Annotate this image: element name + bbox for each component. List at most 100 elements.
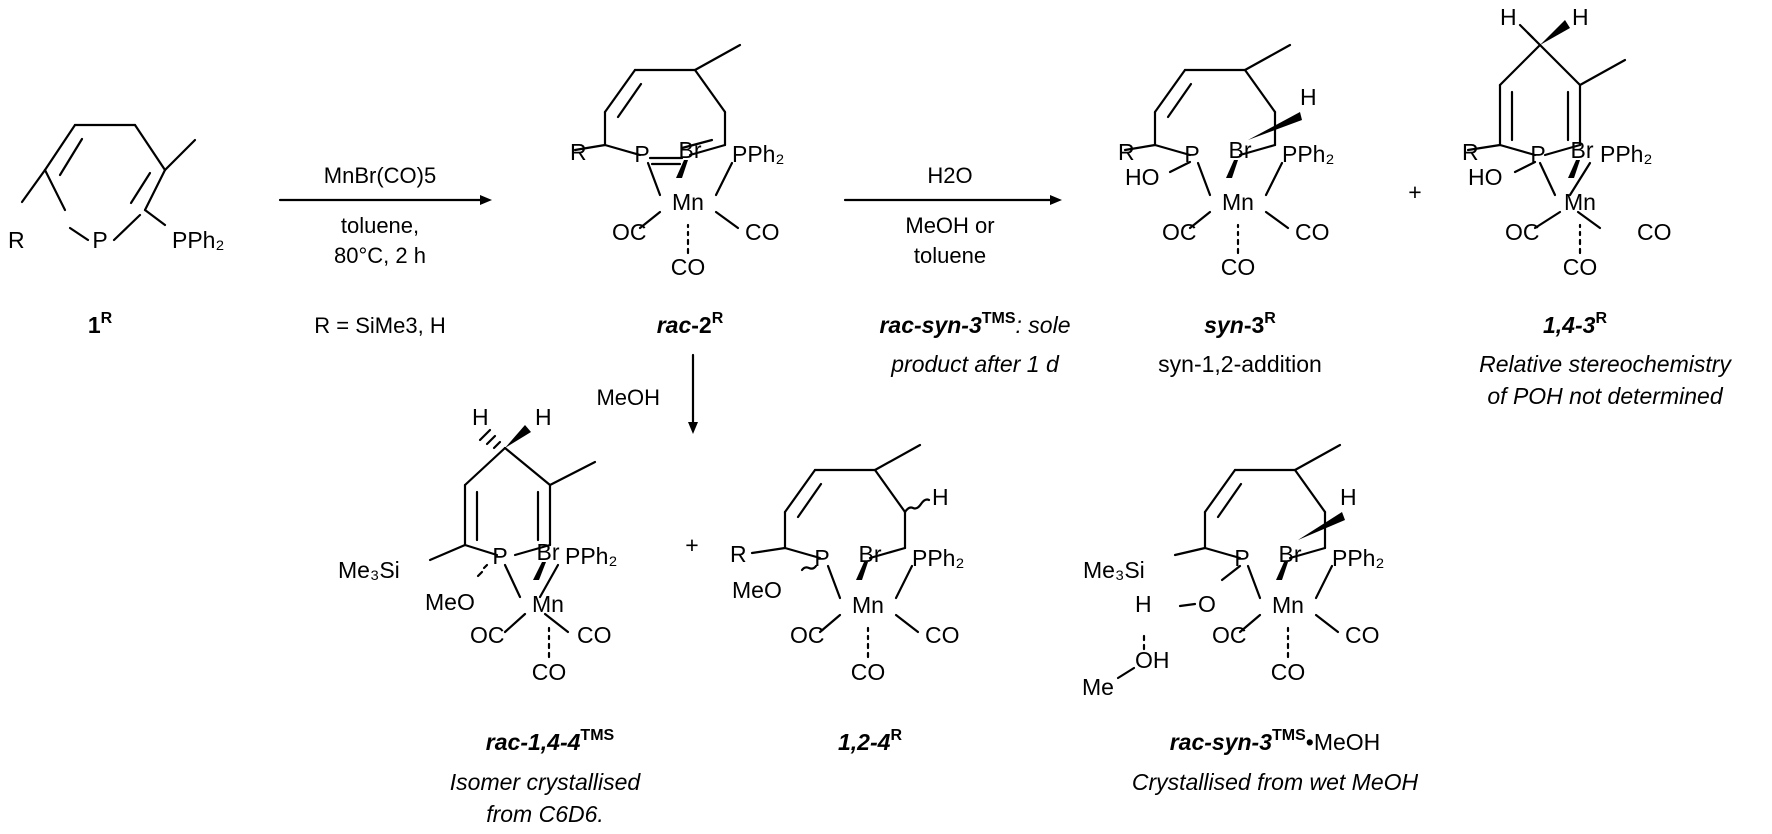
step1-temp: 80°C, 2 h [334,243,426,268]
step1-reagent: MnBr(CO)5 [324,163,436,188]
atom-Br: Br [1571,137,1594,163]
atom-P: P [1234,545,1249,571]
atom-H: H [472,404,489,430]
atom-O: O [1198,591,1216,617]
atom-R: R [8,227,25,253]
step2-solvent-a: MeOH or [905,213,994,238]
atom-Br: Br [1229,137,1252,163]
atom-CO: CO [745,219,780,245]
atom-OC: OC [1505,219,1540,245]
atom-HO: HO [1468,164,1503,190]
atom-P: P [92,227,107,253]
atom-Mn: Mn [1222,189,1254,215]
atom-OC: OC [1162,219,1197,245]
step3-reagent: MeOH [596,385,660,410]
compound-rac-2R: R P Br PPh₂ Mn OC CO CO [570,43,784,280]
arrow-step2: H2O MeOH or toluene [843,163,1062,268]
atom-Br: Br [1279,541,1302,567]
svg-text:rac-syn-3TMS•MeOH: rac-syn-3TMS•MeOH [1170,727,1381,755]
svg-text:1R: 1R [88,310,113,338]
step2-solvent-b: toluene [914,243,986,268]
label-syn-3R: syn-3R syn-1,2-addition [1158,310,1322,377]
atom-H: H [1300,84,1317,110]
compound-1-4-3R: H H R HO P Br PPh₂ Mn OC CO CO [1462,4,1672,280]
label-1R: 1R [88,310,113,338]
atom-HO: HO [1125,164,1160,190]
compound-rac-syn-3TMS-MeOH: H Me₃Si P Br PPh₂ H O Mn OC CO CO OH Me [1082,443,1384,700]
atom-Br: Br [859,541,882,567]
svg-text:rac-1,4-4TMS: rac-1,4-4TMS [486,727,615,755]
atom-H: H [1340,484,1357,510]
compound-syn-3R: H R HO P Br PPh₂ Mn OC CO CO [1118,43,1334,280]
compound-rac-1-4-4TMS: H H Me₃Si P Br PPh₂ MeO Mn OC CO CO [338,404,617,685]
svg-text:from C6D6.: from C6D6. [486,801,604,827]
atom-R: R [730,541,747,567]
step1-r-groups: R = SiMe3, H [314,313,445,338]
atom-H: H [932,484,949,510]
label-rac-syn-3TMS-note: rac-syn-3TMS: sole product after 1 d [879,310,1070,377]
atom-Br: Br [679,137,702,163]
atom-P: P [1184,141,1199,167]
atom-Mn: Mn [532,591,564,617]
atom-Me3Si: Me₃Si [338,557,400,583]
step1-solvent: toluene, [341,213,419,238]
atom-CO: CO [1295,219,1330,245]
atom-Mn: Mn [1272,592,1304,618]
atom-PPh2: PPh₂ [732,141,784,167]
svg-text:product after 1 d: product after 1 d [890,351,1060,377]
atom-CO: CO [1345,622,1380,648]
atom-PPh2: PPh₂ [912,545,964,571]
atom-H: H [1500,4,1517,30]
atom-OC: OC [470,622,505,648]
atom-CO: CO [671,254,706,280]
svg-text:Isomer crystallised: Isomer crystallised [450,769,642,795]
atom-PPh2: PPh₂ [1332,545,1384,571]
atom-OC: OC [1212,622,1247,648]
atom-MeO: MeO [425,589,475,615]
atom-PPh2: PPh₂ [172,227,224,253]
atom-H: H [1572,4,1589,30]
atom-CO: CO [1271,659,1306,685]
atom-R: R [1462,139,1479,165]
svg-text:rac-syn-3TMS: sole: rac-syn-3TMS: sole [879,310,1070,338]
atom-Mn: Mn [672,189,704,215]
atom-Me: Me [1082,674,1114,700]
plus-sign: + [685,532,698,558]
atom-MeO: MeO [732,577,782,603]
atom-OH: OH [1135,647,1170,673]
atom-CO: CO [1637,219,1672,245]
atom-Br: Br [537,539,560,565]
svg-text:rac-2R: rac-2R [657,310,724,338]
atom-P: P [814,545,829,571]
atom-P: P [1530,141,1545,167]
step2-reagent: H2O [927,163,972,188]
atom-R: R [570,139,587,165]
svg-text:Crystallised from wet MeOH: Crystallised from wet MeOH [1132,769,1419,795]
atom-CO: CO [532,659,567,685]
atom-CO: CO [925,622,960,648]
atom-H: H [1135,591,1152,617]
svg-text:1,4-3R: 1,4-3R [1543,310,1607,338]
atom-PPh2: PPh₂ [565,543,617,569]
svg-text:1,2-4R: 1,2-4R [838,727,902,755]
arrow-step1: MnBr(CO)5 toluene, 80°C, 2 h R = SiMe3, … [278,163,492,338]
label-1-4-3R: 1,4-3R Relative stereochemistry of POH n… [1479,310,1732,409]
atom-PPh2: PPh₂ [1600,141,1652,167]
atom-CO: CO [1221,254,1256,280]
atom-P: P [634,141,649,167]
svg-text:Relative stereochemistry: Relative stereochemistry [1479,351,1732,377]
label-rac-syn-3TMS-MeOH: rac-syn-3TMS•MeOH Crystallised from wet … [1132,727,1419,795]
arrow-step3: MeOH [596,353,698,434]
atom-Mn: Mn [1564,189,1596,215]
compound-1R: P R PPh₂ [8,123,224,253]
compound-1-2-4R: H R MeO P Br PPh₂ Mn OC CO CO [730,443,964,685]
atom-Me3Si: Me₃Si [1083,557,1145,583]
atom-PPh2: PPh₂ [1282,141,1334,167]
atom-P: P [492,543,507,569]
atom-OC: OC [790,622,825,648]
atom-CO: CO [1563,254,1598,280]
atom-R: R [1118,139,1135,165]
atom-OC: OC [612,219,647,245]
atom-Mn: Mn [852,592,884,618]
